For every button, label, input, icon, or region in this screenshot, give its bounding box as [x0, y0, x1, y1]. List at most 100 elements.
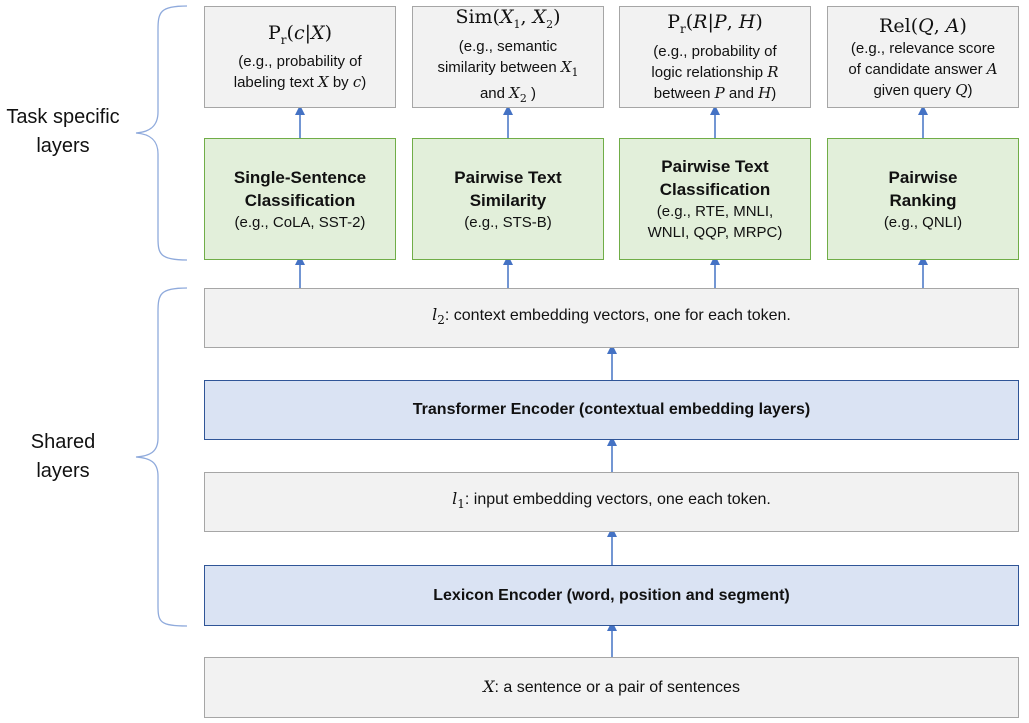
text-run: given query: [873, 81, 956, 99]
output-description-line: (e.g., probability of: [234, 51, 367, 72]
task-box-pairwise-text-similarity: Pairwise Text Similarity (e.g., STS-B): [412, 138, 604, 260]
shared-layers-label: Shared layers: [2, 428, 124, 486]
input-embedding-layer: l1: input embedding vectors, one each to…: [204, 472, 1019, 532]
math-symbol: A: [986, 59, 998, 78]
text-run: ): [755, 11, 763, 34]
lexicon-encoder-layer: Lexicon Encoder (word, position and segm…: [204, 565, 1019, 626]
math-subscript: 1: [571, 66, 579, 80]
math-symbol: c: [293, 21, 305, 44]
output-description-line: given query Q): [848, 80, 997, 101]
math-subscript: 2: [546, 17, 554, 31]
output-description-line: and X2 ): [437, 83, 578, 109]
task-title-line: Pairwise Text: [454, 167, 562, 187]
formula-head: Rel: [879, 14, 911, 37]
transformer-encoder-label: Transformer Encoder (contextual embeddin…: [412, 401, 811, 418]
math-symbol: X: [532, 5, 547, 28]
context-embedding-text: l2: context embedding vectors, one for e…: [432, 304, 791, 331]
l2-subscript: 2: [437, 313, 445, 328]
l2-description: : context embedding vectors, one for eac…: [444, 307, 791, 325]
task-specific-label-line2: layers: [36, 135, 90, 157]
math-symbol: A: [945, 14, 960, 37]
math-symbol: R: [767, 62, 779, 81]
math-symbol: Q: [918, 14, 934, 37]
context-embedding-layer: l2: context embedding vectors, one for e…: [204, 288, 1019, 348]
output-formula: Pr(c|X): [268, 21, 332, 52]
input-symbol: X: [483, 677, 495, 696]
text-run: ): [553, 5, 561, 28]
task-specific-brace: [135, 5, 188, 261]
text-run: ): [526, 85, 537, 103]
text-run: (e.g., relevance score: [850, 39, 996, 57]
formula-head: Sim: [455, 5, 493, 28]
text-run: ,: [520, 5, 533, 28]
output-description-line: of candidate answer A: [848, 59, 997, 80]
l1-description: : input embedding vectors, one each toke…: [464, 491, 771, 509]
task-title-line: Classification: [659, 180, 771, 199]
task-examples: (e.g., STS-B): [464, 213, 552, 231]
shared-brace: [135, 287, 188, 627]
math-symbol: P: [713, 11, 727, 34]
text-run: ): [959, 14, 967, 37]
output-description-line: (e.g., semantic: [437, 36, 578, 57]
math-symbol: X: [560, 58, 572, 77]
task-examples: WNLI, QQP, MRPC): [647, 224, 783, 241]
task-title-line: Classification: [244, 190, 356, 210]
lexicon-encoder-label: Lexicon Encoder (word, position and segm…: [433, 586, 790, 604]
text-run: of candidate answer: [848, 60, 987, 78]
input-embedding-text: l1: input embedding vectors, one each to…: [452, 488, 771, 515]
text-run: (e.g., semantic: [458, 38, 558, 56]
math-symbol: c: [352, 73, 362, 92]
text-run: ): [771, 84, 777, 102]
math-symbol: H: [738, 11, 756, 34]
text-run: ): [967, 81, 973, 99]
task-examples: (e.g., CoLA, SST-2): [234, 213, 366, 231]
task-title-line: Single-Sentence: [233, 167, 367, 187]
task-title-line: Pairwise: [888, 167, 958, 187]
math-symbol: R: [693, 11, 708, 34]
math-subscript: 2: [519, 92, 527, 106]
text-run: between: [653, 84, 715, 102]
shared-label-line1: Shared: [30, 431, 96, 453]
math-symbol: Q: [955, 80, 968, 99]
text-run: logic relationship: [651, 63, 768, 81]
output-formula: Rel(Q, A): [879, 14, 967, 38]
task-box-pairwise-ranking: Pairwise Ranking (e.g., QNLI): [827, 138, 1019, 260]
shared-label-line2: layers: [36, 460, 90, 482]
math-symbol: P: [714, 83, 725, 102]
l1-subscript: 1: [457, 497, 465, 512]
output-description-line: similarity between X1: [437, 57, 578, 83]
math-symbol: H: [758, 83, 772, 102]
math-subscript: 1: [513, 17, 521, 31]
text-run: (e.g., probability of: [238, 53, 362, 71]
text-run: and: [724, 84, 759, 102]
text-run: (: [910, 14, 919, 37]
task-title-line: Ranking: [889, 190, 957, 210]
text-run: ,: [933, 14, 946, 37]
task-title-line: Pairwise Text: [661, 157, 769, 176]
formula-head: P: [667, 11, 680, 34]
text-run: (: [685, 11, 694, 34]
task-box-single-sentence-classification: Single-Sentence Classification (e.g., Co…: [204, 138, 396, 260]
text-run: ): [324, 21, 332, 44]
output-description-line: (e.g., probability of: [651, 41, 778, 62]
transformer-encoder-layer: Transformer Encoder (contextual embeddin…: [204, 380, 1019, 440]
task-examples: (e.g., QNLI): [883, 213, 963, 231]
task-specific-label-line1: Task specific: [6, 106, 120, 128]
output-description-line: labeling text X by c): [234, 72, 367, 93]
output-formula: Sim(X1, X2): [455, 5, 560, 37]
output-description-line: (e.g., relevance score: [848, 38, 997, 59]
math-symbol: X: [499, 5, 514, 28]
text-run: by: [328, 74, 353, 92]
output-description-line: between P and H): [651, 83, 778, 104]
l1-symbol: l: [452, 489, 458, 509]
text-run: similarity between: [437, 59, 561, 77]
math-symbol: X: [509, 84, 520, 103]
text-run: (e.g., probability of: [653, 42, 777, 60]
text-run: |: [304, 21, 312, 44]
